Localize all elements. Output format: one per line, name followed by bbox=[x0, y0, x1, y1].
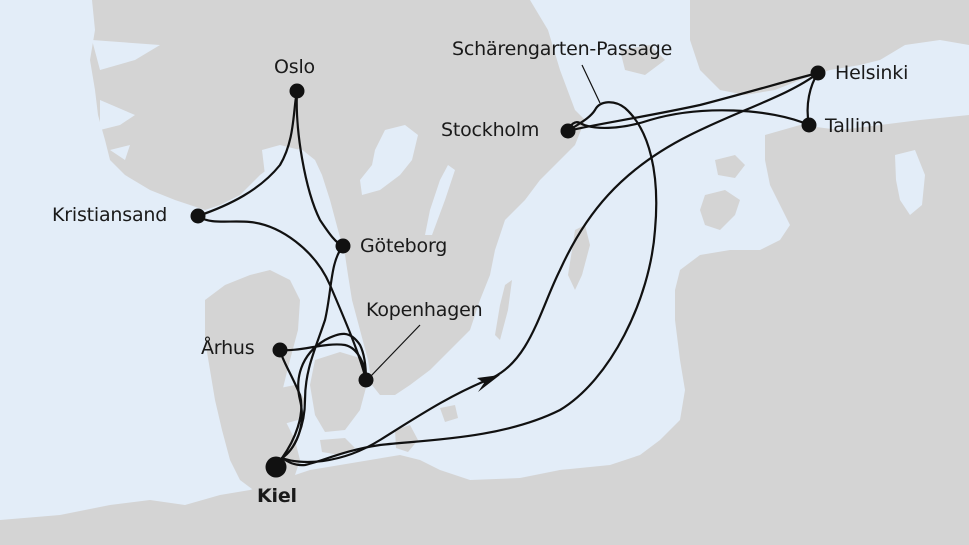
route-aarhus-kopenhagen bbox=[278, 343, 368, 382]
port-label-kopenhagen: Kopenhagen bbox=[366, 299, 483, 321]
land-scandinavia bbox=[90, 0, 585, 395]
route-kiel-kopenhagen bbox=[280, 332, 368, 460]
land-aland bbox=[620, 45, 665, 75]
land-germany bbox=[0, 445, 710, 545]
port-dot-kiel bbox=[265, 456, 287, 478]
fjord-1 bbox=[92, 40, 160, 70]
land-hiiumaa bbox=[715, 155, 745, 178]
route-baltic-helsinki bbox=[490, 71, 820, 380]
land-funen bbox=[268, 385, 305, 425]
land-oeland bbox=[495, 280, 512, 340]
port-label-helsinki: Helsinki bbox=[835, 62, 909, 84]
port-dot-helsinki bbox=[810, 65, 826, 81]
land-jutland bbox=[205, 270, 300, 495]
leader-schaerengarten bbox=[581, 64, 601, 104]
port-dot-kristiansand bbox=[190, 208, 206, 224]
route-kiel-aarhus bbox=[278, 348, 303, 460]
land-zealand bbox=[310, 352, 368, 432]
land-saaremaa bbox=[700, 190, 740, 230]
route-kiel-baltic-east bbox=[280, 376, 494, 464]
port-dot-goeteborg bbox=[335, 238, 351, 254]
port-label-kristiansand: Kristiansand bbox=[52, 204, 168, 226]
port-label-kiel: Kiel bbox=[257, 485, 297, 507]
port-dot-stockholm bbox=[560, 123, 576, 139]
route-tallinn-stockholm bbox=[566, 109, 811, 133]
fjord-3 bbox=[110, 145, 130, 160]
leader-kopenhagen bbox=[369, 324, 421, 378]
port-markers bbox=[190, 65, 826, 478]
port-dot-tallinn bbox=[801, 117, 817, 133]
land-ruegen bbox=[395, 425, 418, 452]
route-stockholm-schaeren bbox=[280, 101, 658, 467]
port-dot-kopenhagen bbox=[358, 372, 374, 388]
land-bornholm bbox=[440, 405, 458, 422]
port-label-tallinn: Tallinn bbox=[825, 115, 884, 137]
route-kristiansand-oslo bbox=[196, 89, 299, 218]
port-label-goeteborg: Göteborg bbox=[360, 235, 448, 257]
lake-peipus bbox=[895, 150, 925, 215]
fjord-2 bbox=[100, 100, 135, 130]
leader-lines bbox=[369, 64, 601, 378]
port-dot-oslo bbox=[289, 83, 305, 99]
cruise-routes bbox=[196, 71, 820, 467]
land-baltics bbox=[380, 115, 969, 545]
port-label-stockholm: Stockholm bbox=[441, 119, 540, 141]
route-goeteborg-kiel bbox=[280, 244, 345, 460]
port-label-oslo: Oslo bbox=[274, 56, 315, 78]
lake-vaenern bbox=[360, 125, 418, 195]
land-finland bbox=[690, 0, 969, 95]
annotation-schaerengarten: Schärengarten-Passage bbox=[452, 38, 673, 60]
port-dot-aarhus bbox=[272, 342, 288, 358]
lake-vaettern bbox=[425, 165, 455, 235]
land-lolland bbox=[320, 438, 355, 455]
route-kopenhagen-kristiansand bbox=[196, 214, 368, 382]
port-label-aarhus: Århus bbox=[201, 337, 255, 359]
route-oslo-goeteborg bbox=[295, 89, 345, 248]
direction-arrow-icon bbox=[477, 375, 500, 392]
route-stockholm-helsinki bbox=[566, 71, 820, 133]
